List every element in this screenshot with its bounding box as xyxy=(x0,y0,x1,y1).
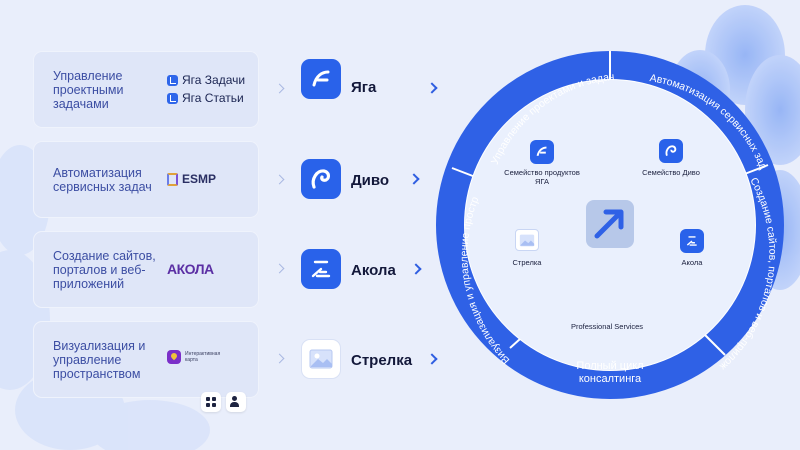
inner-akola-icon xyxy=(680,229,704,253)
esmp-logo-icon xyxy=(167,172,178,186)
yaga-icon xyxy=(167,74,178,86)
grid-button[interactable] xyxy=(201,392,221,412)
inner-label-akola: Акола xyxy=(681,258,703,267)
user-add-icon xyxy=(230,396,242,408)
product-name-strelka: Стрелка xyxy=(351,352,413,369)
category-label: Создание сайтов, порталов и веб-приложен… xyxy=(53,248,156,291)
inner-divo-icon xyxy=(659,139,683,163)
grid-icon xyxy=(206,397,216,407)
row-card-space: Визуализация и управление пространством … xyxy=(33,321,259,398)
inner-label-strelka: Стрелка xyxy=(512,258,542,267)
ring-label-space: Визуализация и управление пространством xyxy=(0,0,512,366)
row-card-projects: Управление проектными задачами Яга Задач… xyxy=(33,51,259,128)
category-label: Управление проектными задачами xyxy=(53,68,124,111)
product-name-yaga: Яга xyxy=(351,79,377,96)
row-card-web: Создание сайтов, порталов и веб-приложен… xyxy=(33,231,259,308)
arrow-up-right-icon xyxy=(594,209,624,239)
inner-label-yaga: Семейство продуктов ЯГА xyxy=(504,168,580,186)
map-pin-icon xyxy=(167,350,181,364)
yaga-icon xyxy=(167,92,178,104)
ring-label-consulting: Полный цикл консалтинга xyxy=(576,360,644,385)
inner-strelka-icon xyxy=(515,229,539,251)
category-label: Визуализация и управление пространством xyxy=(53,338,146,381)
divo-product-icon xyxy=(301,159,341,199)
tool-akola-logo: АКОЛА xyxy=(167,261,214,277)
strelka-product-icon xyxy=(301,339,341,379)
akola-product-icon xyxy=(301,249,341,289)
inner-label-services: Professional Services xyxy=(570,322,644,331)
category-label: Автоматизация сервисных задач xyxy=(53,165,152,194)
tool-esmp: ESMP xyxy=(167,172,216,186)
row-card-service: Автоматизация сервисных задач ESMP xyxy=(33,141,259,218)
inner-label-divo: Семейство Диво xyxy=(642,168,700,177)
tool-yaga-articles: Яга Статьи xyxy=(167,91,244,105)
yaga-product-icon xyxy=(301,59,341,99)
tool-yaga-tasks: Яга Задачи xyxy=(167,73,245,87)
inner-yaga-icon xyxy=(530,140,554,164)
user-add-button[interactable] xyxy=(226,392,246,412)
product-name-divo: Диво xyxy=(351,172,390,189)
product-name-akola: Акола xyxy=(351,262,396,279)
tool-map: Интерактивная карта xyxy=(167,350,221,364)
